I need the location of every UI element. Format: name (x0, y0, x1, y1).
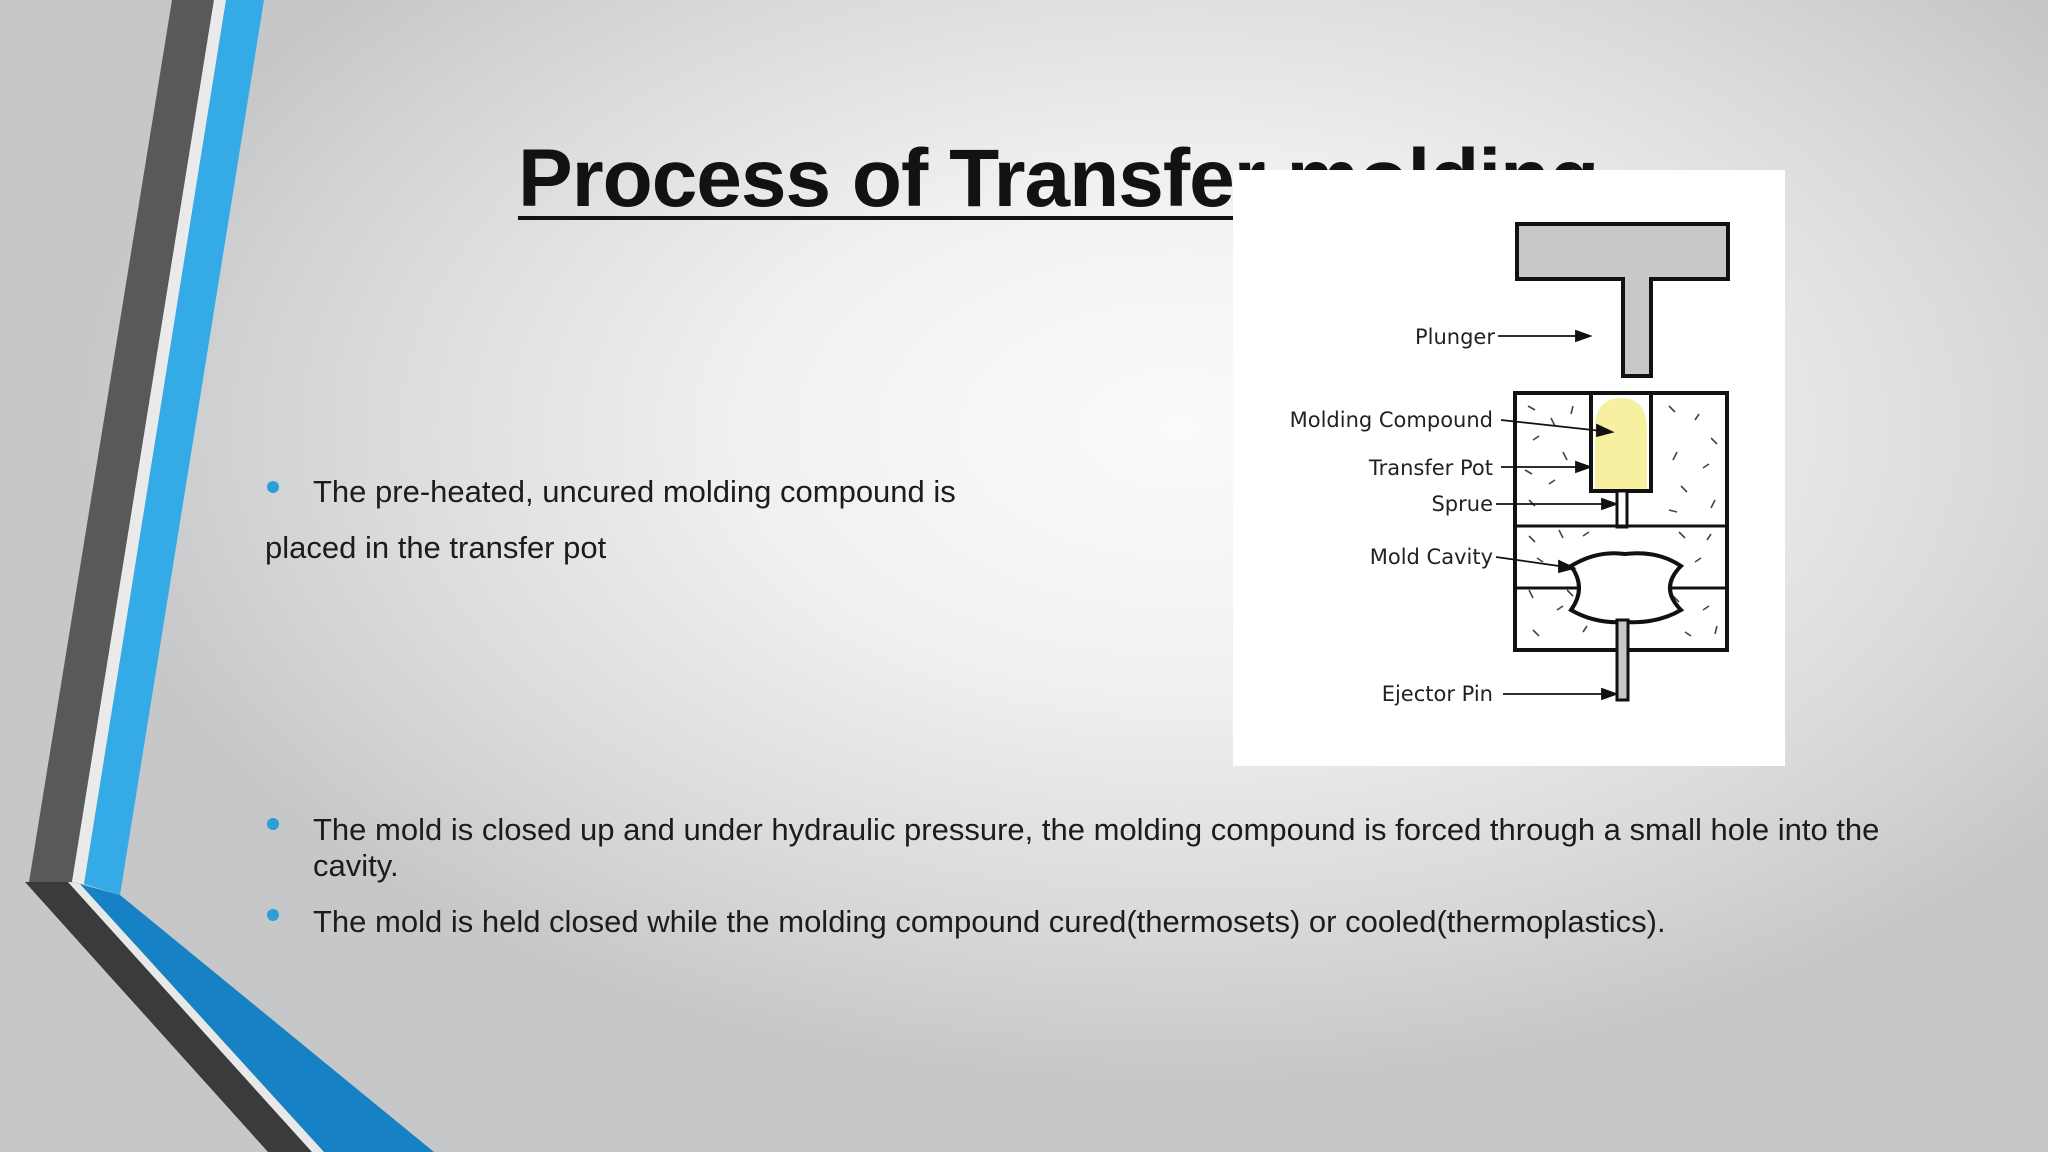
bullet-text-3: The mold is held closed while the moldin… (313, 904, 1666, 939)
label-molding-compound: Molding Compound (1290, 408, 1493, 432)
label-mold-cavity: Mold Cavity (1370, 545, 1493, 569)
bullet-text-2: The mold is closed up and under hydrauli… (313, 812, 1880, 883)
mold-cavity (1568, 551, 1685, 625)
bullet-dot (267, 818, 279, 830)
bullet-dot (267, 481, 279, 493)
label-transfer-pot: Transfer Pot (1368, 456, 1493, 480)
label-ejector-pin: Ejector Pin (1382, 682, 1493, 706)
molding-compound (1595, 398, 1647, 489)
label-sprue: Sprue (1431, 492, 1493, 516)
sprue (1615, 489, 1629, 529)
bullet-dot (267, 909, 279, 921)
label-plunger: Plunger (1415, 325, 1495, 349)
bullet-text-1: The pre-heated, uncured molding compound… (313, 474, 956, 509)
mold-texture (1524, 405, 1718, 637)
ejector-pin (1615, 618, 1630, 702)
transfer-molding-diagram: Plunger Molding Compound Transfer Pot Sp… (1233, 170, 1785, 766)
bullet-text-1-continuation: placed in the transfer pot (265, 530, 607, 565)
plunger-shape (1515, 222, 1730, 378)
